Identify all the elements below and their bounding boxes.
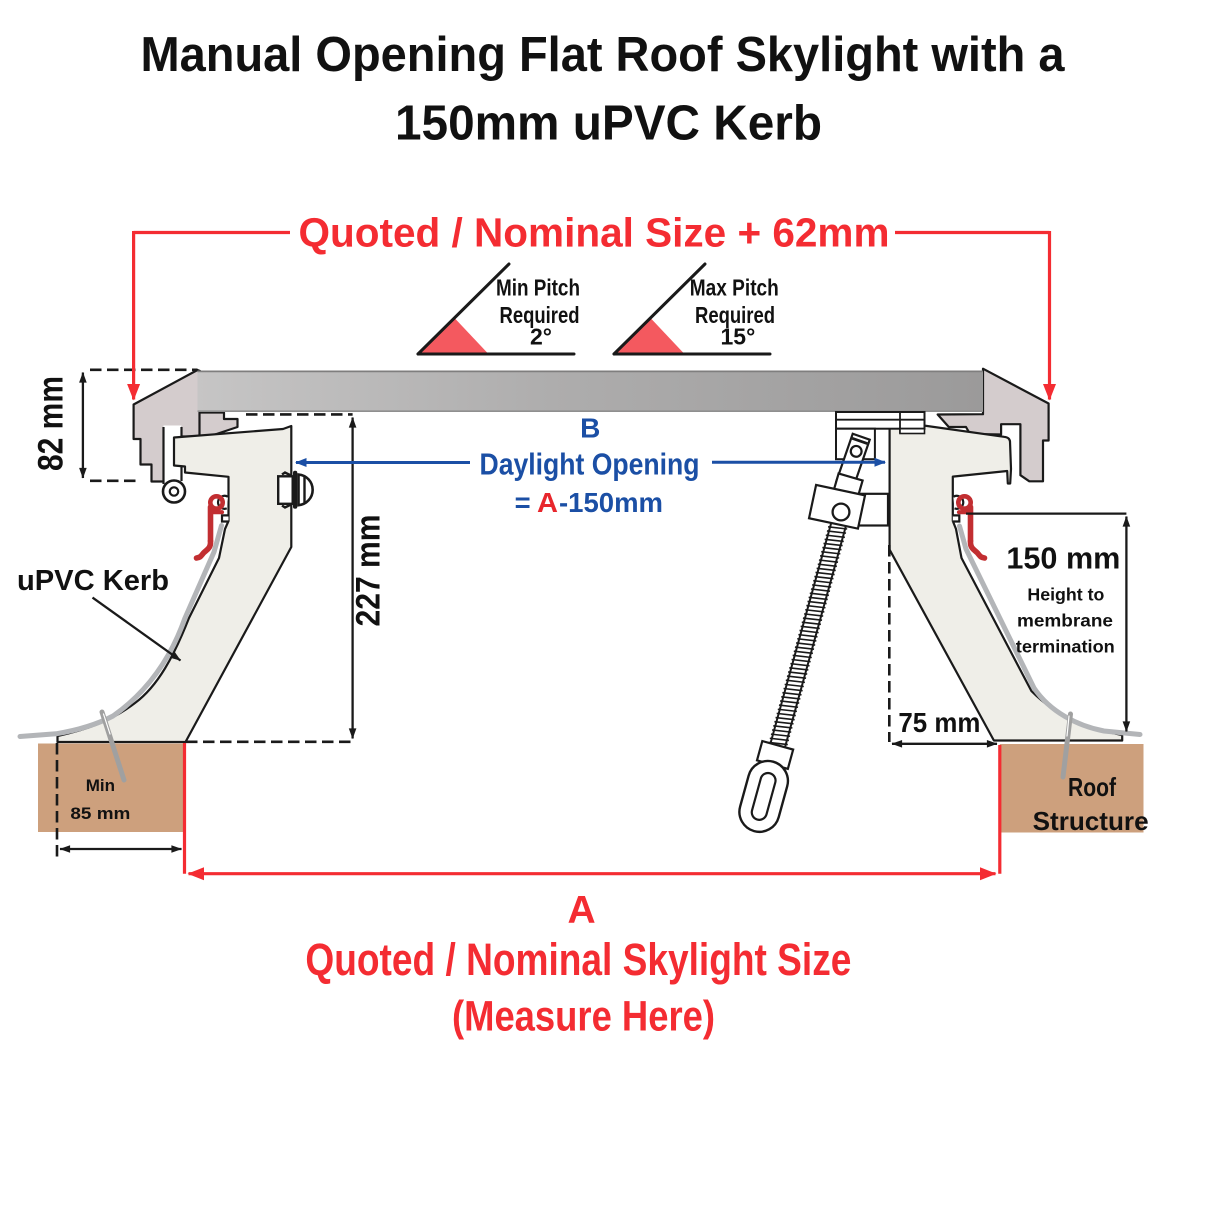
svg-text:Quoted / Nominal Size + 62mm: Quoted / Nominal Size + 62mm [299, 210, 890, 256]
svg-text:uPVC Kerb: uPVC Kerb [17, 565, 169, 597]
svg-text:Min Pitch: Min Pitch [496, 274, 580, 300]
svg-text:15°: 15° [721, 324, 756, 350]
svg-text:Height to: Height to [1027, 585, 1104, 605]
svg-text:Structure: Structure [1033, 806, 1149, 836]
svg-text:B: B [580, 412, 600, 443]
svg-text:-150mm: -150mm [559, 487, 663, 518]
svg-text:membrane: membrane [1017, 611, 1113, 631]
svg-text:=: = [515, 487, 531, 518]
svg-text:(Measure Here): (Measure Here) [452, 993, 715, 1041]
svg-text:Daylight Opening: Daylight Opening [480, 446, 700, 481]
svg-text:A: A [568, 889, 596, 932]
svg-text:Max Pitch: Max Pitch [690, 274, 779, 300]
svg-text:Quoted / Nominal Skylight Size: Quoted / Nominal Skylight Size [305, 934, 851, 985]
svg-text:2°: 2° [530, 324, 552, 350]
svg-text:Min: Min [86, 776, 115, 795]
svg-text:Required: Required [695, 302, 775, 328]
svg-text:75 mm: 75 mm [898, 707, 980, 738]
svg-text:Roof: Roof [1068, 772, 1116, 802]
svg-text:150mm uPVC Kerb: 150mm uPVC Kerb [395, 97, 822, 151]
svg-text:227 mm: 227 mm [350, 515, 388, 627]
svg-text:150 mm: 150 mm [1006, 541, 1120, 576]
svg-text:82 mm: 82 mm [32, 376, 71, 471]
svg-text:A: A [537, 487, 558, 518]
svg-text:Manual Opening Flat Roof Skyli: Manual Opening Flat Roof Skylight with a [141, 28, 1066, 82]
svg-text:termination: termination [1016, 636, 1115, 656]
svg-text:Required: Required [500, 302, 580, 328]
svg-text:85 mm: 85 mm [70, 804, 130, 823]
